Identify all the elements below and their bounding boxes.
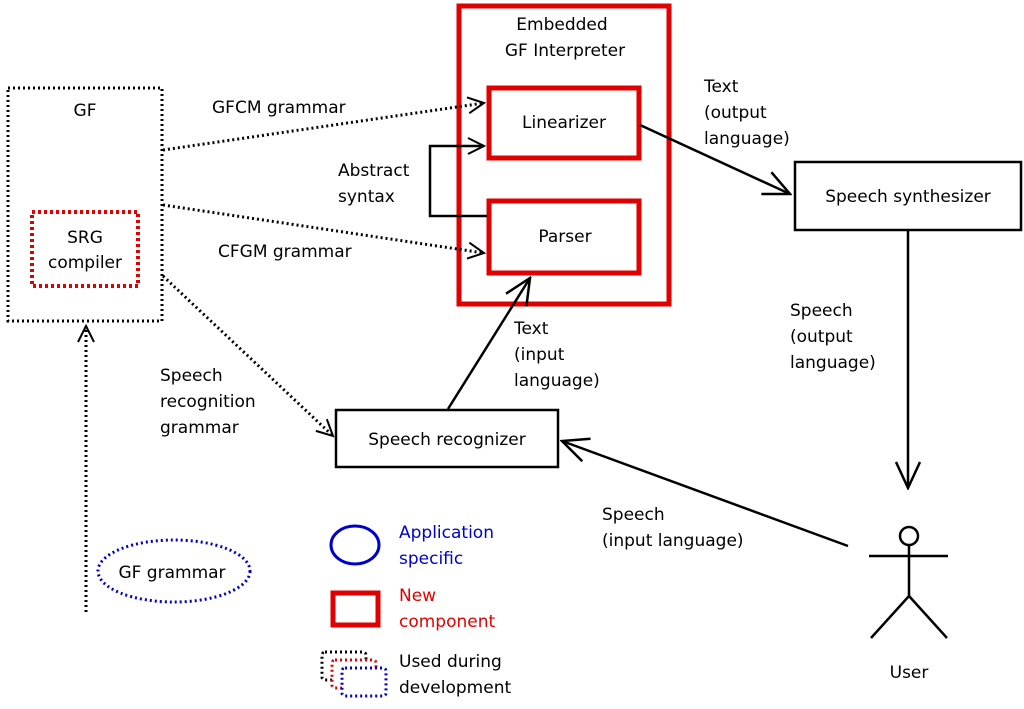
legend-application-icon <box>329 524 381 566</box>
text-input-label-2: (input <box>514 345 565 365</box>
gf-box: GF <box>6 86 164 323</box>
gf-grammar-ellipse: GF grammar <box>96 538 252 604</box>
srg-label-2: recognition <box>160 392 256 412</box>
srg-label-1: Speech <box>160 366 223 386</box>
speech-input-arrow <box>562 441 849 548</box>
srg-arrow <box>161 274 333 436</box>
speech-output-label-3: language) <box>790 353 876 373</box>
srg-compiler-label-2: compiler <box>48 253 122 273</box>
text-output-label-2: (output <box>704 103 767 123</box>
text-input-label-1: Text <box>513 319 549 339</box>
legend-new-component-label-1: New <box>399 586 436 606</box>
interpreter-title-2: GF Interpreter <box>505 41 625 61</box>
gf-grammar-label: GF grammar <box>118 563 225 583</box>
linearizer-box: Linearizer <box>486 85 642 161</box>
speech-output-label-1: Speech <box>790 301 853 321</box>
speech-recognizer-label: Speech recognizer <box>368 430 526 450</box>
legend-new-component-label-2: component <box>399 612 496 632</box>
user-icon <box>869 525 948 639</box>
gfcm-label: GFCM grammar <box>212 98 346 118</box>
text-input-label-3: language) <box>514 371 600 391</box>
legend-development-label-2: development <box>399 678 511 698</box>
interpreter-title-1: Embedded <box>516 15 607 35</box>
speech-input-label-2: (input language) <box>602 531 744 551</box>
legend-application-label-2: specific <box>399 549 463 569</box>
abstract-syntax-label-2: syntax <box>338 187 395 207</box>
gfcm-arrow <box>162 103 484 152</box>
parser-label: Parser <box>538 227 591 247</box>
legend-new-component-icon <box>330 590 381 628</box>
speech-input-label-1: Speech <box>602 505 665 525</box>
text-input-arrow <box>446 278 530 410</box>
legend-development-label-1: Used during <box>399 652 502 672</box>
speech-recognizer-box: Speech recognizer <box>334 408 560 469</box>
parser-box: Parser <box>486 198 642 276</box>
srg-label-3: grammar <box>160 418 239 438</box>
legend-application-label-1: Application <box>399 523 494 543</box>
legend: Application specific New component Used … <box>320 523 511 698</box>
gf-box-title: GF <box>74 101 97 121</box>
speech-synthesizer-label: Speech synthesizer <box>825 187 991 207</box>
cfgm-label: CFGM grammar <box>218 242 352 262</box>
interpreter-box: Embedded GF Interpreter <box>456 3 672 307</box>
text-output-label-3: language) <box>704 129 790 149</box>
speech-synthesizer-box: Speech synthesizer <box>793 160 1023 232</box>
abstract-syntax-arrow <box>428 146 487 218</box>
text-output-arrow <box>639 123 790 194</box>
abstract-syntax-label-1: Abstract <box>338 161 410 181</box>
user-label: User <box>890 663 929 683</box>
cfgm-arrow <box>162 203 484 253</box>
speech-output-label-2: (output <box>790 327 853 347</box>
text-output-label-1: Text <box>703 77 739 97</box>
srg-compiler-box: SRG compiler <box>30 210 140 288</box>
legend-development-icon <box>320 650 388 698</box>
srg-compiler-label-1: SRG <box>67 228 103 248</box>
linearizer-label: Linearizer <box>522 113 606 133</box>
